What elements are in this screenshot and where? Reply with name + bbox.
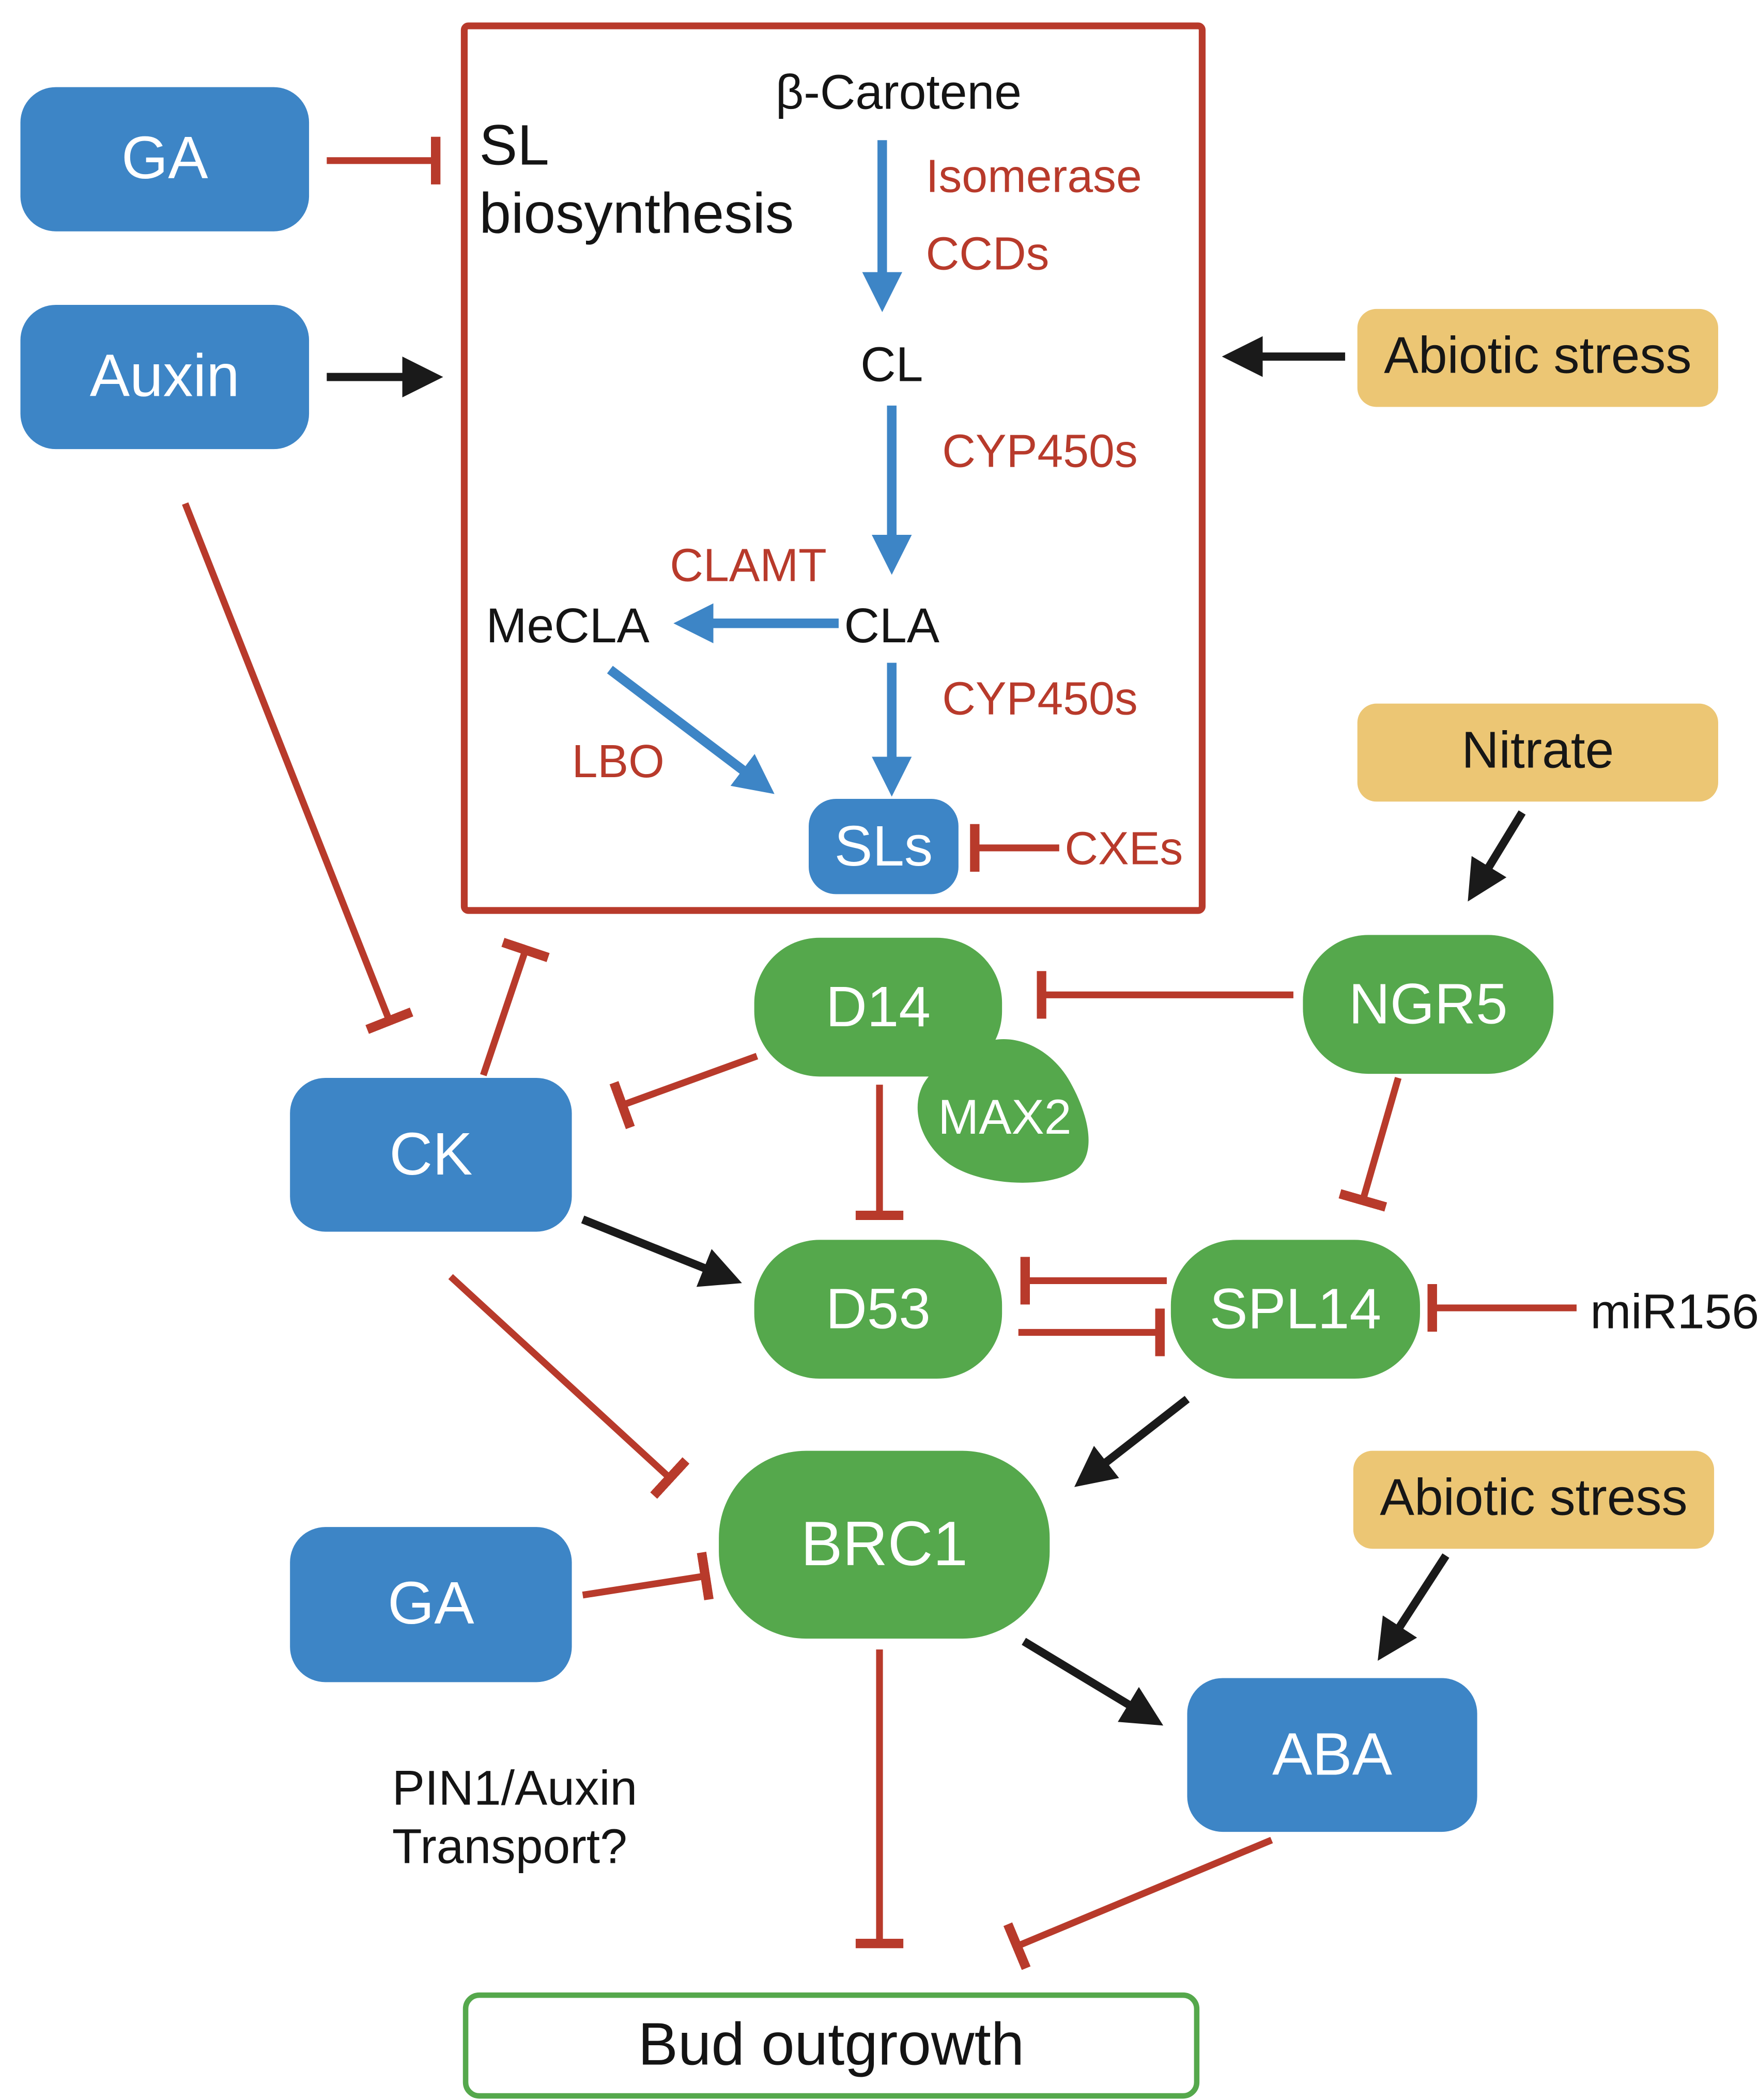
node-spl14: SPL14 bbox=[1170, 1240, 1420, 1379]
label-lbo: LBO bbox=[572, 736, 665, 788]
inhibit-ngr5-spl14 bbox=[1338, 1077, 1402, 1212]
node-brc1: BRC1 bbox=[719, 1450, 1050, 1639]
arrow-spl14-to-brc1 bbox=[1074, 1396, 1190, 1487]
arrow-ck-to-d53 bbox=[581, 1215, 742, 1287]
inhibit-ck-brc1 bbox=[448, 1274, 690, 1499]
node-abiotic-stress-bottom: Abiotic stress bbox=[1353, 1450, 1715, 1549]
node-aba: ABA bbox=[1187, 1678, 1477, 1832]
node-d53: D53 bbox=[754, 1240, 1002, 1379]
arrow-nitrate-to-ngr5 bbox=[1468, 810, 1526, 902]
node-ga-top: GA bbox=[20, 87, 310, 231]
max2-shape bbox=[917, 1039, 1089, 1183]
node-abiotic-stress-top: Abiotic stress bbox=[1357, 308, 1718, 407]
inhibit-aba-budoutgrowth bbox=[1003, 1836, 1273, 1970]
inhibit-ck-slbox bbox=[480, 937, 550, 1076]
node-sls: SLs bbox=[809, 799, 959, 894]
node-ngr5: NGR5 bbox=[1303, 935, 1554, 1074]
node-bud-outgrowth: Bud outgrowth bbox=[462, 1992, 1200, 2099]
label-cxes: CXEs bbox=[1064, 823, 1183, 875]
node-max2-label: MAX2 bbox=[938, 1089, 1072, 1145]
inhibit-ga-brc1 bbox=[582, 1551, 714, 1600]
label-mir156: miR156 bbox=[1590, 1283, 1759, 1339]
node-ga-bottom: GA bbox=[290, 1527, 572, 1682]
label-sl-biosynthesis: SL biosynthesis bbox=[479, 113, 794, 246]
node-auxin: Auxin bbox=[20, 304, 310, 450]
arrow-abioticstress-to-aba bbox=[1378, 1553, 1449, 1661]
sl-biosynthesis-box bbox=[460, 22, 1206, 914]
label-mecla: MeCLA bbox=[486, 597, 650, 654]
label-ccds: CCDs bbox=[925, 228, 1050, 281]
inhibit-auxin-ck bbox=[182, 502, 413, 1034]
arrow-brc1-to-aba bbox=[1022, 1638, 1164, 1726]
label-clamt: CLAMT bbox=[670, 540, 827, 592]
label-beta-carotene: β-Carotene bbox=[775, 64, 1022, 120]
label-cl: CL bbox=[860, 336, 923, 392]
label-cyp450s-1: CYP450s bbox=[942, 426, 1138, 478]
label-cyp450s-2: CYP450s bbox=[942, 673, 1138, 725]
node-d14: D14 bbox=[754, 937, 1002, 1077]
label-cla: CLA bbox=[844, 597, 939, 654]
node-ck: CK bbox=[290, 1077, 572, 1232]
label-pin1-auxin-transport: PIN1/Auxin Transport? bbox=[392, 1759, 638, 1875]
inhibit-d14-ck bbox=[609, 1053, 759, 1130]
node-nitrate: Nitrate bbox=[1357, 703, 1718, 802]
arrow-mecla-to-sls bbox=[607, 666, 775, 794]
label-isomerase: Isomerase bbox=[925, 151, 1142, 203]
